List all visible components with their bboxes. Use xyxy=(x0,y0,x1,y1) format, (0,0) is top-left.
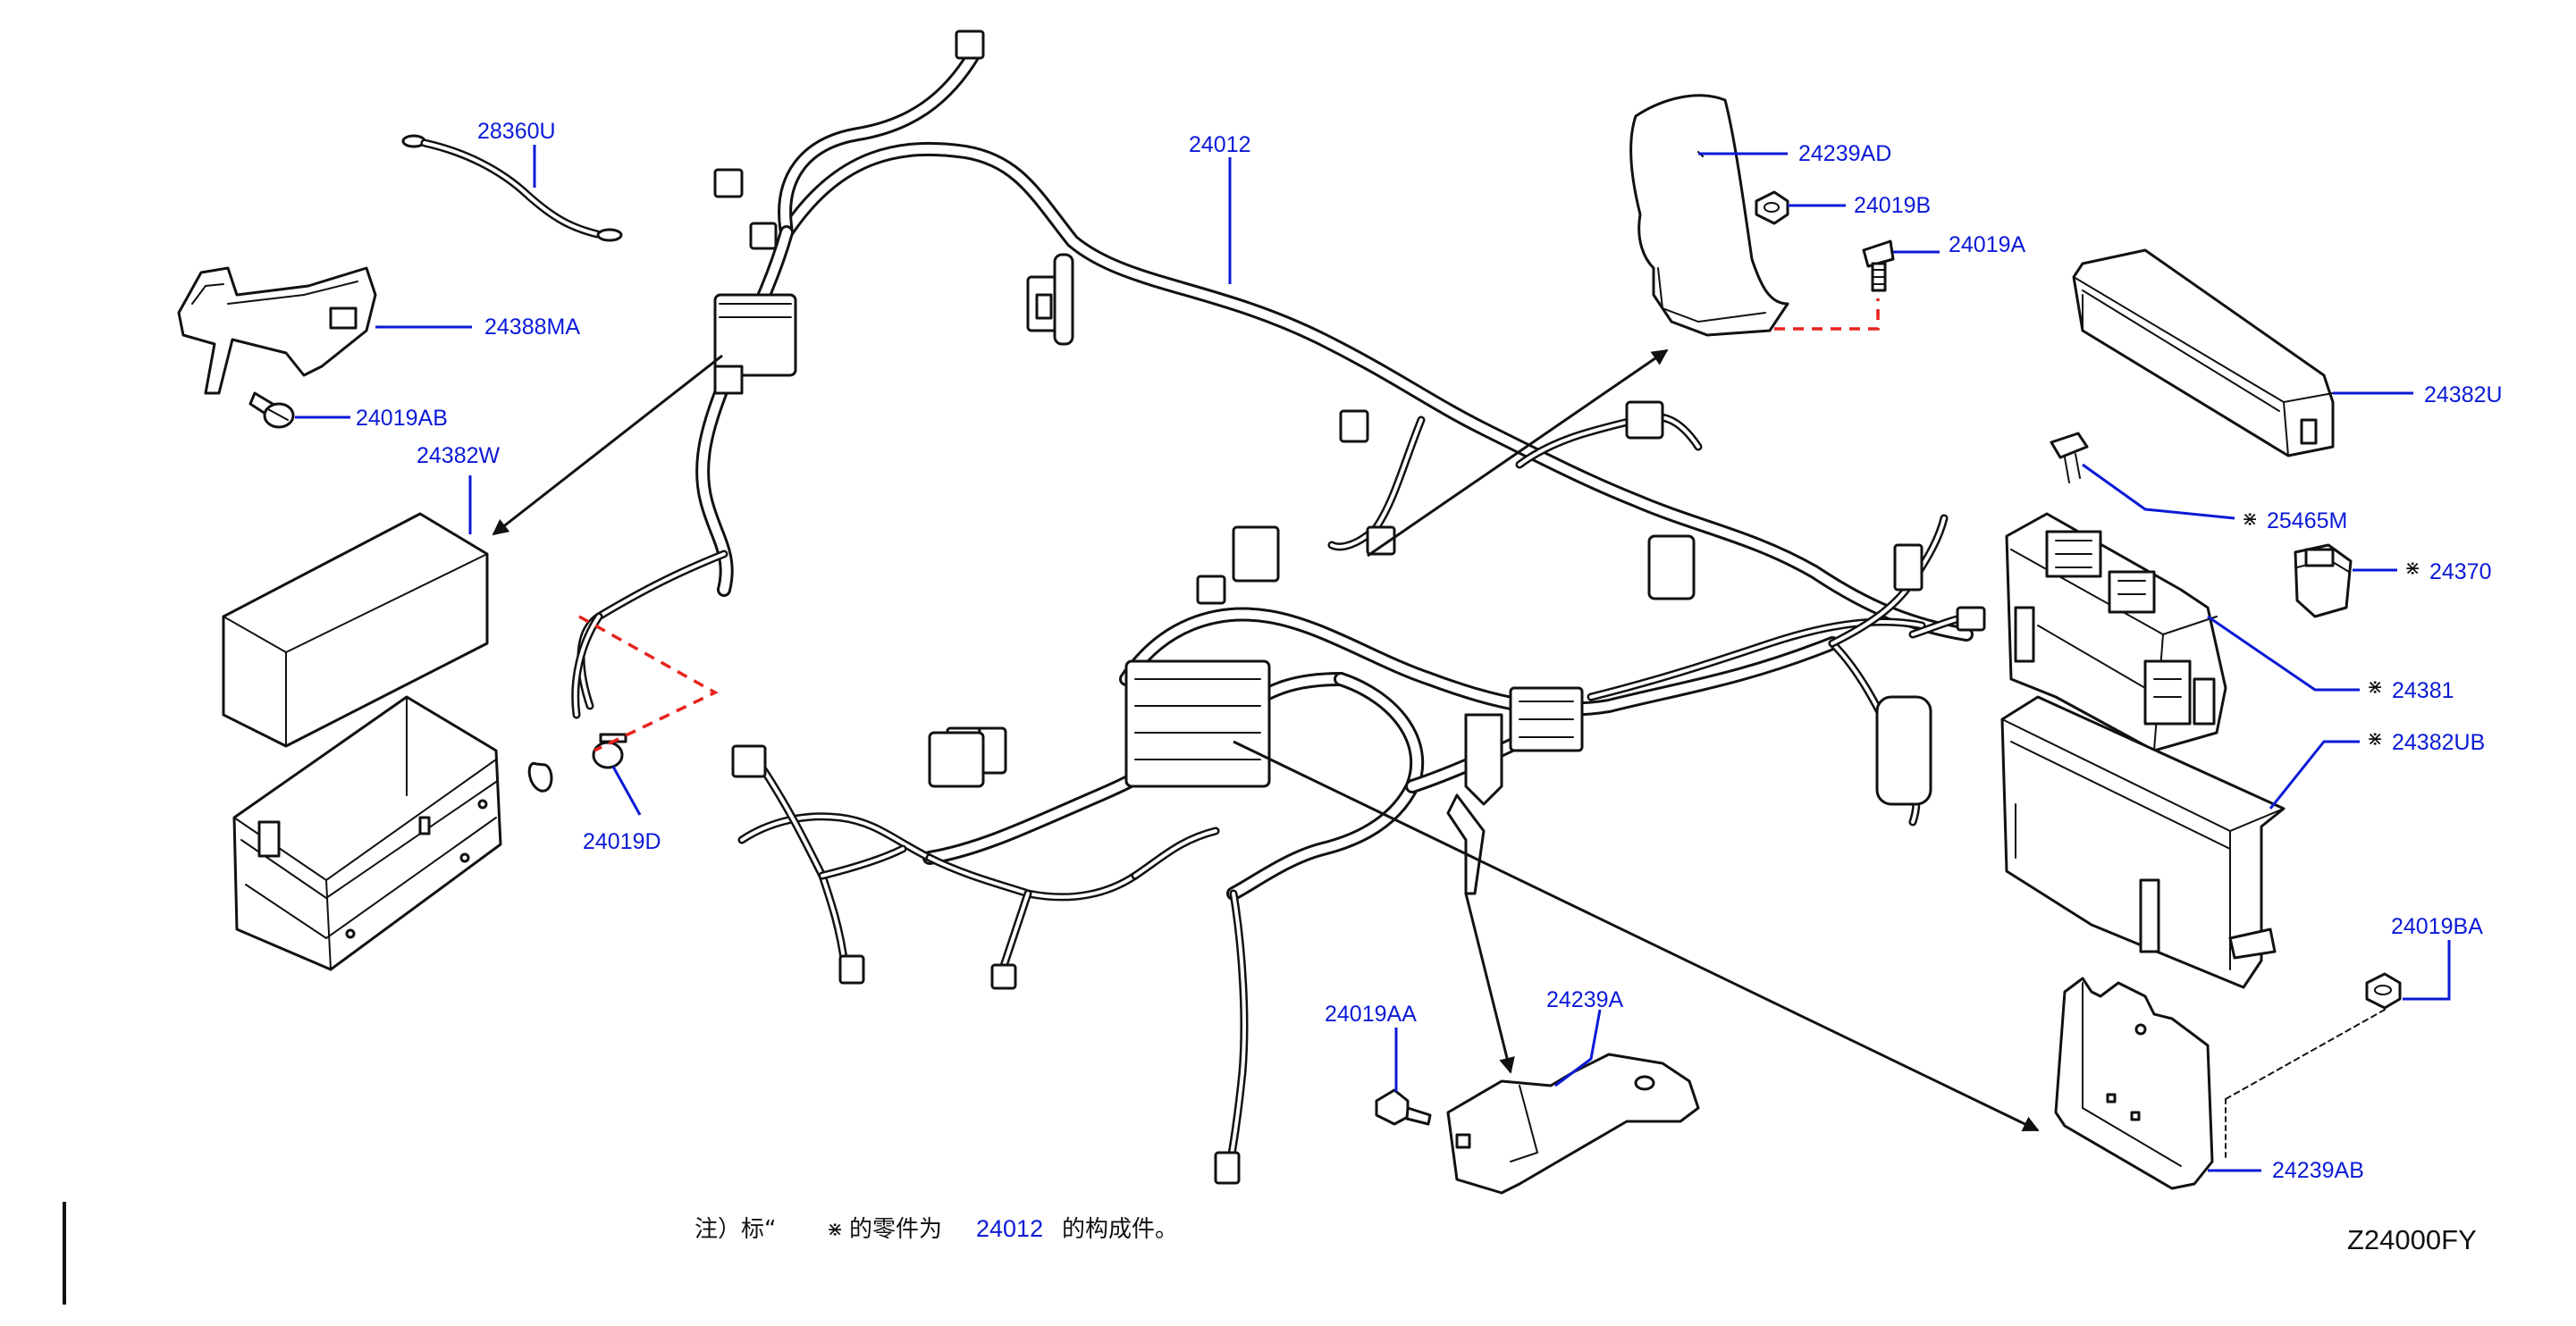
svg-text:⋇: ⋇ xyxy=(827,1219,843,1241)
bolt-24019ab-part xyxy=(248,391,295,429)
label-24381: ⋇ 24381 xyxy=(2207,615,2454,703)
svg-text:24012: 24012 xyxy=(976,1215,1043,1242)
svg-text:注）标“: 注）标“ xyxy=(695,1216,776,1243)
svg-text:24019BA: 24019BA xyxy=(2391,914,2483,939)
label-24019b: 24019B xyxy=(1788,193,1931,218)
fuse-block-24381-part xyxy=(2005,512,2227,752)
svg-text:24382W: 24382W xyxy=(417,443,501,468)
bracket-24239a-part xyxy=(1446,1053,1700,1195)
svg-text:⋇: ⋇ xyxy=(2242,508,2258,531)
bolt-24019aa-part xyxy=(1375,1088,1432,1126)
svg-text:24239AD: 24239AD xyxy=(1798,141,1891,166)
label-24388ma: 24388MA xyxy=(375,315,580,340)
svg-text:24019AB: 24019AB xyxy=(356,406,448,431)
fuse-box-lower-case-part xyxy=(2000,695,2286,989)
svg-text:⋇: ⋇ xyxy=(2404,558,2420,580)
label-24019aa: 24019AA xyxy=(1325,1002,1417,1092)
mount-guide-line xyxy=(578,615,719,752)
drawing-code: Z24000FY xyxy=(2347,1224,2477,1255)
relay-24370-part xyxy=(2294,543,2353,618)
fastener-guide-line xyxy=(1774,298,1880,331)
svg-text:24019A: 24019A xyxy=(1949,232,2026,257)
svg-text:25465M: 25465M xyxy=(2267,508,2347,533)
ground-strap-part xyxy=(401,134,623,242)
label-24012: 24012 xyxy=(1189,132,1251,284)
label-28360u: 28360U xyxy=(477,119,556,188)
svg-text:24382U: 24382U xyxy=(2424,382,2503,407)
fuse-25465m-part xyxy=(2050,432,2089,483)
arrow-to-24382w xyxy=(492,354,723,536)
label-24239a: 24239A xyxy=(1546,987,1624,1087)
arrow-to-24239ad xyxy=(1367,348,1669,558)
bolt-24019d-part xyxy=(527,733,627,793)
svg-text:的构成件。: 的构成件。 xyxy=(1062,1216,1178,1243)
label-24239ab: 24239AB xyxy=(2208,1158,2364,1183)
nut-24019b-part xyxy=(1755,190,1789,225)
label-25465m: ⋇ 25465M xyxy=(2082,463,2347,533)
nut-24019ba-part xyxy=(2365,972,2402,1010)
bracket-24239ad-part xyxy=(1629,94,1789,337)
bracket-24239ab-part xyxy=(2054,977,2214,1190)
svg-text:24239A: 24239A xyxy=(1546,987,1624,1012)
arrow-to-24239ab xyxy=(1233,740,2040,1132)
label-24239ad: 24239AD xyxy=(1698,141,1891,166)
bracket-24388ma-part xyxy=(177,266,377,395)
label-24019a: 24019A xyxy=(1893,232,2026,257)
label-24370: ⋇ 24370 xyxy=(2353,558,2492,584)
main-harness-24012-part xyxy=(571,29,1986,1185)
label-24382u: 24382U xyxy=(2333,382,2503,407)
svg-text:24019D: 24019D xyxy=(583,829,661,854)
svg-text:24019B: 24019B xyxy=(1854,193,1931,218)
svg-text:24012: 24012 xyxy=(1189,132,1251,157)
fuse-box-cover-part xyxy=(222,512,489,748)
svg-text:24370: 24370 xyxy=(2429,559,2492,584)
svg-text:24388MA: 24388MA xyxy=(484,315,580,340)
nut-guide-line xyxy=(2225,1009,2386,1100)
footnote: 注）标“ ⋇ 的零件为 24012 的构成件。 xyxy=(695,1215,1178,1243)
svg-text:24239AB: 24239AB xyxy=(2272,1158,2364,1183)
fuse-box-upper-cover-part xyxy=(2072,248,2335,457)
svg-text:⋇: ⋇ xyxy=(2367,728,2383,751)
label-24019d: 24019D xyxy=(583,766,661,854)
svg-text:的零件为: 的零件为 xyxy=(849,1216,942,1243)
fuse-box-case-part xyxy=(232,695,502,971)
svg-text:24382UB: 24382UB xyxy=(2392,730,2485,755)
svg-text:⋇: ⋇ xyxy=(2367,676,2383,699)
label-24382ub: ⋇ 24382UB xyxy=(2269,728,2485,810)
svg-text:28360U: 28360U xyxy=(477,119,556,144)
svg-text:24019AA: 24019AA xyxy=(1325,1002,1417,1027)
label-24382w: 24382W xyxy=(417,443,501,534)
label-24019ab: 24019AB xyxy=(295,406,448,431)
svg-text:24381: 24381 xyxy=(2392,678,2454,703)
arrow-to-24239a xyxy=(1464,893,1515,1074)
label-24019ba: 24019BA xyxy=(2391,914,2483,1001)
bolt-24019a-part xyxy=(1862,239,1895,292)
